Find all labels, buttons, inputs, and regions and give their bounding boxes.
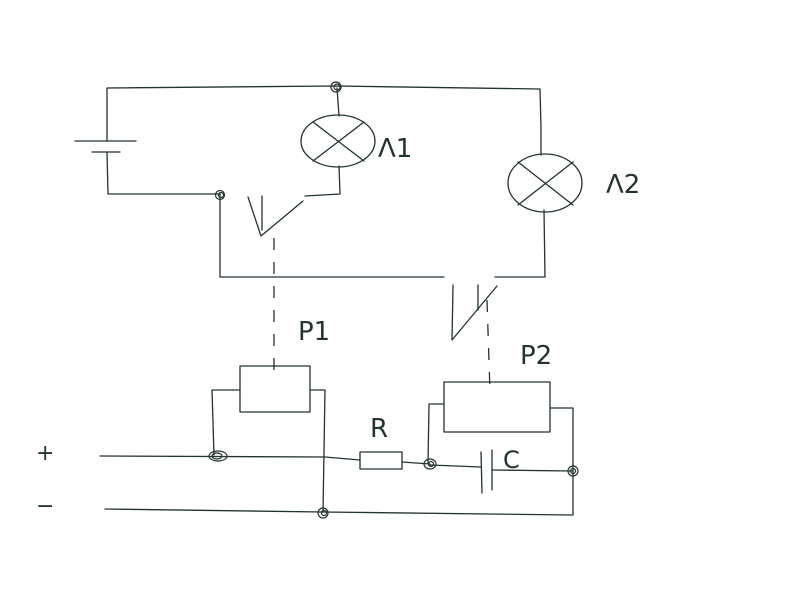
plus-terminal-label: + [36,441,54,466]
junction-top [330,81,342,93]
lamp-1 [300,114,376,168]
lamp-2 [507,153,583,213]
junction-resistor [423,458,437,470]
junction-plus [208,450,228,462]
lamp-2-label: Λ2 [606,170,640,200]
relay-1-contact [247,195,304,237]
junction-left [214,189,226,201]
minus-terminal-label: − [36,494,54,519]
junction-right [567,465,579,477]
top-loop-wires [106,85,546,278]
resistor [359,451,403,470]
resistor-label: R [370,414,388,444]
capacitor [480,449,493,494]
relay-2-link [486,299,491,393]
relay-2-contact [451,284,498,341]
junction-minus [317,507,329,519]
lamp-1-label: Λ1 [378,134,412,164]
battery [74,140,137,153]
capacitor-label: C [503,446,520,474]
relay-1-coil [239,365,311,413]
bottom-wires [99,389,574,516]
relay-2-coil [443,381,551,433]
relay-1-label: P1 [298,317,330,347]
relay-2-label: P2 [520,341,552,371]
